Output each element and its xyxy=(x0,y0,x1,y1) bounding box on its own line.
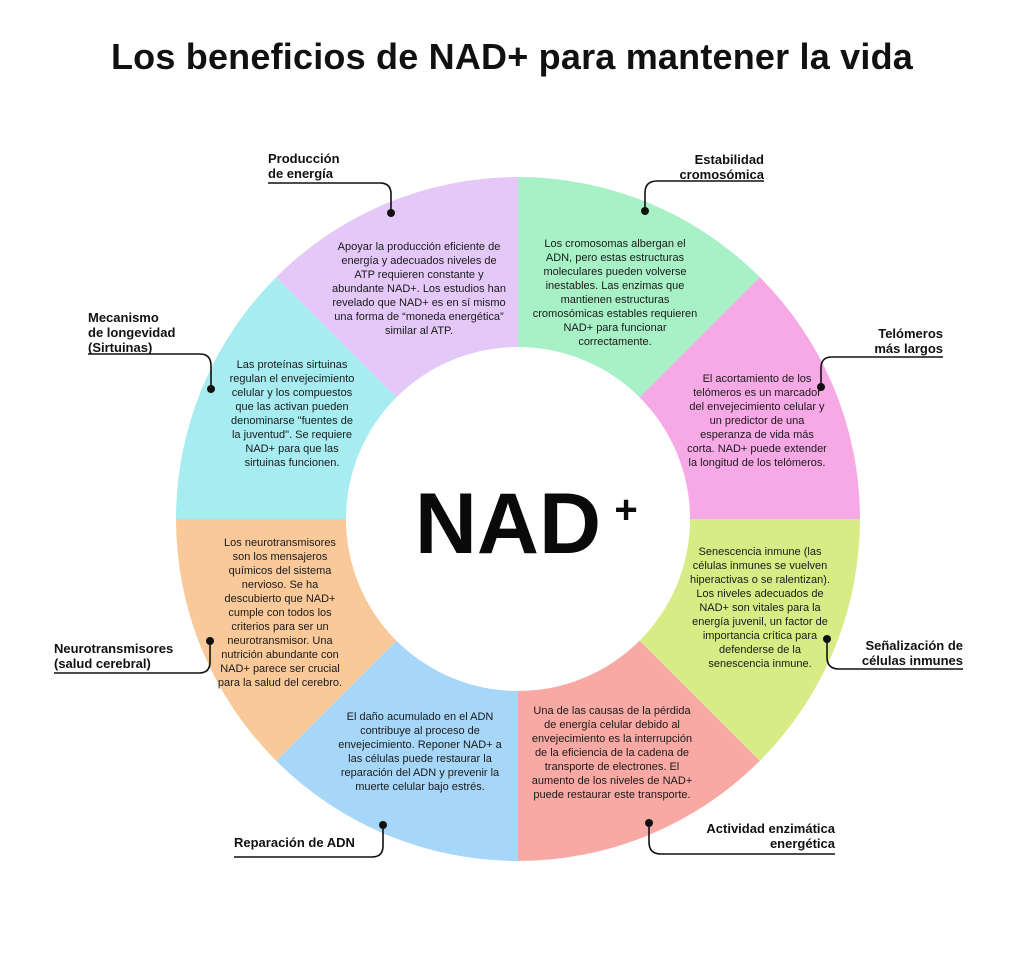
label-actividad-enzimatica: Actividad enzimática energética xyxy=(706,821,835,851)
label-estabilidad-cromosomica: Estabilidad cromosómica xyxy=(679,152,764,182)
center-nad-superscript: + xyxy=(614,488,637,532)
label-senalizacion-inmunes: Señalización de células inmunes xyxy=(861,638,963,668)
label-produccion-energia: Producción de energía xyxy=(268,151,340,181)
segment-text-neuro: Los neurotransmisores son los mensajeros… xyxy=(217,537,343,689)
connector-energia-dot xyxy=(387,209,395,217)
segment-text-inmunes: Senescencia inmune (las células inmunes … xyxy=(689,546,830,670)
connector-estabilidad-dot xyxy=(641,207,649,215)
label-mecanismo-longevidad: Mecanismo de longevidad (Sirtuinas) xyxy=(88,310,176,355)
connector-longevidad xyxy=(88,353,212,388)
connector-enzimatica xyxy=(648,824,835,855)
label-reparacion-adn: Reparación de ADN xyxy=(234,835,355,850)
segment-text-longevidad: Las proteínas sirtuinas regulan el envej… xyxy=(229,359,355,469)
label-telomeros: Telómeros más largos xyxy=(874,326,943,356)
connector-inmunes-dot xyxy=(823,635,831,643)
connector-enzimatica-dot xyxy=(645,819,653,827)
label-neurotransmisores: Neurotransmisores (salud cerebral) xyxy=(54,641,174,671)
center-circle xyxy=(346,347,690,691)
segment-text-telomeros: El acortamiento de los telómeros es un m… xyxy=(687,373,827,469)
connector-neuro-dot xyxy=(206,637,214,645)
connector-longevidad-dot xyxy=(207,385,215,393)
connector-adn xyxy=(234,826,384,858)
connector-energia xyxy=(268,182,392,212)
connector-estabilidad xyxy=(644,180,764,210)
connector-inmunes xyxy=(826,640,963,670)
segment-text-adn: El daño acumulado en el ADN contribuye a… xyxy=(338,711,502,793)
center-nad-label: NAD xyxy=(415,476,601,572)
connector-telomeros-dot xyxy=(817,383,825,391)
connector-telomeros xyxy=(820,356,943,386)
segment-text-estabilidad: Los cromosomas albergan el ADN, pero est… xyxy=(532,238,698,348)
page-title: Los beneficios de NAD+ para mantener la … xyxy=(110,36,914,77)
segment-text-energia: Apoyar la producción eficiente de energí… xyxy=(332,241,506,337)
connector-neuro xyxy=(54,642,211,674)
connector-adn-dot xyxy=(379,821,387,829)
segment-text-enzimatica: Una de las causas de la pérdida de energ… xyxy=(531,705,693,801)
center-nad-main: NAD xyxy=(415,476,601,572)
